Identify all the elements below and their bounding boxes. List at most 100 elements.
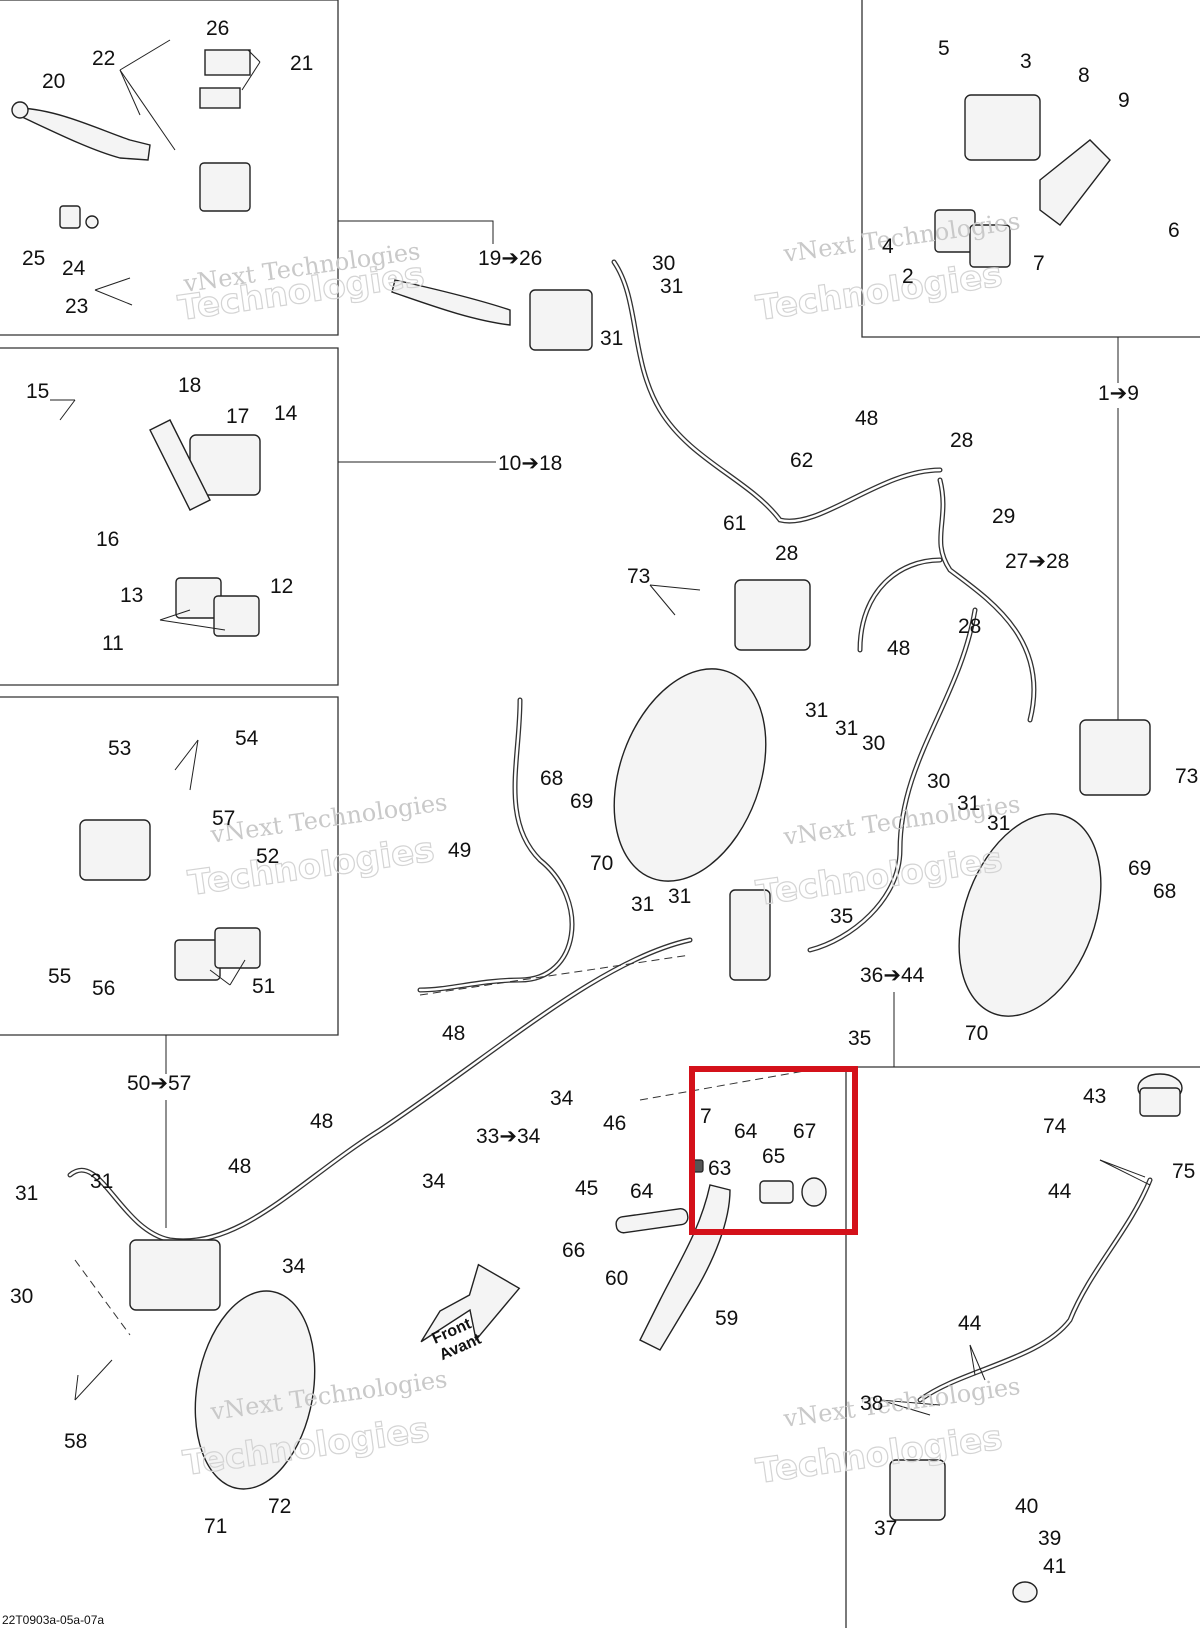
part-label: 48 [310,1110,333,1133]
range-label: 1➔9 [1098,382,1139,405]
part-label: 49 [448,839,471,862]
part-label: 11 [102,632,124,655]
range-label: 36➔44 [860,964,925,987]
part-label: 31 [835,717,858,740]
leader-lines [50,39,1151,1416]
part-label: 2 [902,265,914,288]
part-label: 54 [235,727,259,750]
part-label: 60 [605,1267,628,1290]
part-label: 25 [22,247,45,270]
part-label: 35 [848,1027,871,1050]
part-label: 28 [950,429,973,452]
range-label: 10➔18 [498,452,562,475]
part-label: 34 [422,1170,446,1193]
part-label: 35 [830,905,853,928]
part-label: 3 [1020,50,1032,73]
parts-drawing [11,49,1183,1603]
part-label: 31 [668,885,691,908]
part-label: 69 [570,790,593,813]
part-label: 68 [540,767,563,790]
part-label: 65 [762,1145,785,1168]
part-label: 59 [715,1307,738,1330]
part-label: 67 [793,1120,816,1143]
drawing-code: 22T0903a-05a-07a [2,1613,104,1627]
part-label: 23 [65,295,88,318]
part-label: 43 [1083,1085,1106,1108]
part-label: 51 [252,975,275,998]
part-label: 61 [723,512,746,535]
range-label: 50➔57 [127,1072,191,1095]
part-label: 15 [26,380,49,403]
part-label: 14 [274,402,298,425]
part-label: 44 [958,1312,982,1335]
part-label: 20 [42,70,65,93]
part-label: 73 [627,565,650,588]
part-label: 30 [862,732,885,755]
part-label: 70 [590,852,613,875]
range-label: 33➔34 [476,1125,541,1148]
part-label: 52 [256,845,279,868]
part-label: 71 [204,1515,227,1538]
part-label: 31 [660,275,683,298]
part-label: 22 [92,47,115,70]
part-label: 39 [1038,1527,1061,1550]
part-label: 55 [48,965,71,988]
part-label: 69 [1128,857,1151,880]
part-label: 48 [442,1022,465,1045]
part-label: 34 [282,1255,306,1278]
part-label: 41 [1043,1555,1066,1578]
part-label: 56 [92,977,115,1000]
part-label: 26 [206,17,229,40]
part-label: 40 [1015,1495,1038,1518]
part-label: 8 [1078,64,1090,87]
part-label: 66 [562,1239,585,1262]
part-label: 62 [790,449,813,472]
part-label: 53 [108,737,131,760]
part-label: 70 [965,1022,988,1045]
range-labels: 19➔26 10➔18 1➔9 27➔28 33➔34 36➔44 50➔57 [127,247,1139,1148]
part-label: 31 [631,893,654,916]
part-label: 4 [882,235,894,258]
highlight-box [689,1066,858,1235]
part-label: 57 [212,807,235,830]
part-label: 30 [927,770,950,793]
part-label: 28 [958,615,981,638]
range-label: 19➔26 [478,247,542,270]
part-label: 63 [708,1157,731,1180]
brake-lines [67,259,1153,1403]
part-label: 31 [15,1182,38,1205]
part-label: 12 [270,575,293,598]
part-label: 48 [855,407,878,430]
part-label: 37 [874,1517,897,1540]
part-label: 45 [575,1177,598,1200]
part-label: 64 [734,1120,758,1143]
part-labels: 20 22 26 21 25 24 23 15 18 17 14 16 13 1… [10,17,1198,1578]
part-label: 9 [1118,89,1130,112]
part-label: 58 [64,1430,87,1453]
part-label: 44 [1048,1180,1072,1203]
part-label: 31 [957,792,980,815]
part-label: 68 [1153,880,1176,903]
part-label: 5 [938,37,950,60]
part-label: 48 [228,1155,251,1178]
part-label: 73 [1175,765,1198,788]
part-label: 16 [96,528,119,551]
part-label: 75 [1172,1160,1195,1183]
part-label: 64 [630,1180,654,1203]
part-label: 7 [700,1105,712,1128]
part-label: 24 [62,257,86,280]
part-label: 31 [90,1170,113,1193]
part-label: 31 [805,699,828,722]
dashed-guides [74,954,811,1336]
part-label: 46 [603,1112,626,1135]
part-label: 30 [10,1285,33,1308]
part-label: 21 [290,52,313,75]
part-label: 31 [987,812,1010,835]
part-label: 18 [178,374,201,397]
part-label: 13 [120,584,143,607]
part-label: 34 [550,1087,574,1110]
part-label: 38 [860,1392,883,1415]
watermarks: vNext Technologies Technologies vNext Te… [175,207,1022,1492]
part-label: 74 [1043,1115,1067,1138]
